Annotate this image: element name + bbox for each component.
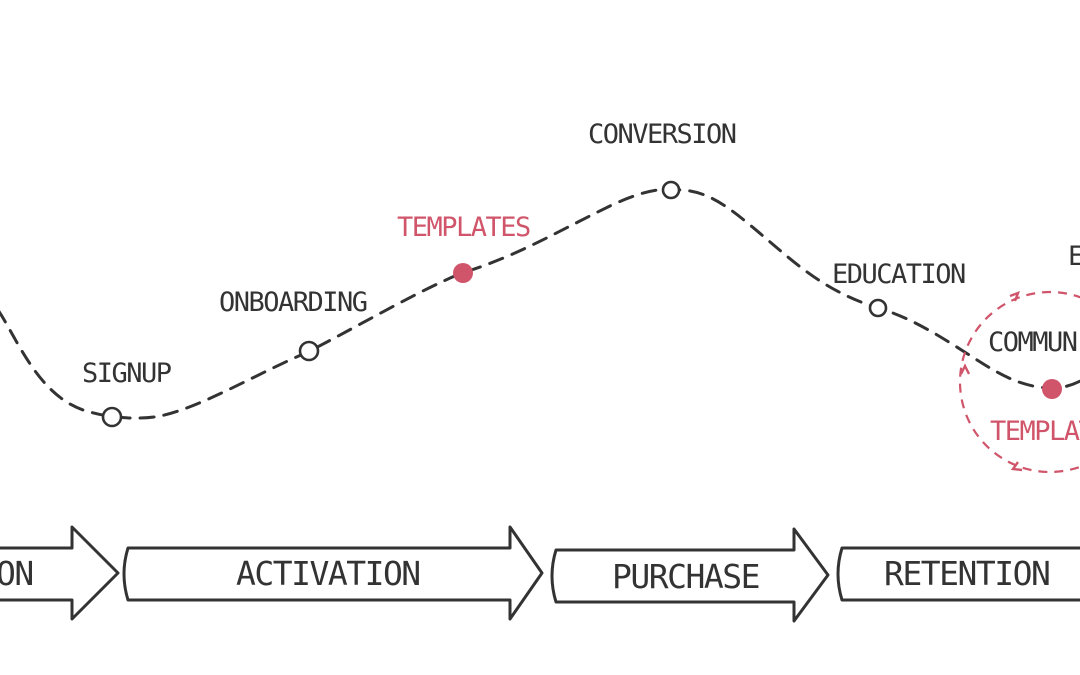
signup-label: SIGNUP [82,358,172,389]
onboarding-label: ONBOARDING [219,287,367,318]
community-loop [958,290,1080,474]
onboarding-node [298,340,320,362]
journey-path [0,188,1080,420]
templates-label: TEMPLATES [397,212,530,243]
signup-node [101,406,123,428]
edge-fragment-label: E [1068,241,1080,272]
stage-arrow-activation [122,525,544,621]
stage-arrow-first [0,525,120,621]
community-label: COMMUN [988,327,1077,358]
loop-arrow-top-icon [1009,290,1021,302]
stage-arrow-retention [836,546,1080,602]
stage-arrow-purchase [550,527,830,623]
stage-activation-label: ACTIVATION [236,554,420,593]
education-label: EDUCATION [832,259,965,290]
stage-first-fragment-label: ON [0,554,33,593]
templates-loop-label: TEMPLAT [990,416,1080,447]
community-node [1042,379,1062,399]
conversion-label: CONVERSION [588,119,736,150]
stage-retention-label: RETENTION [884,554,1049,593]
templates-node [453,263,473,283]
loop-arrow-left-icon [959,363,971,375]
education-node [868,298,888,318]
stage-purchase-label: PURCHASE [612,557,759,596]
conversion-node [661,180,681,200]
loop-arrow-bottom-icon [1010,461,1023,472]
